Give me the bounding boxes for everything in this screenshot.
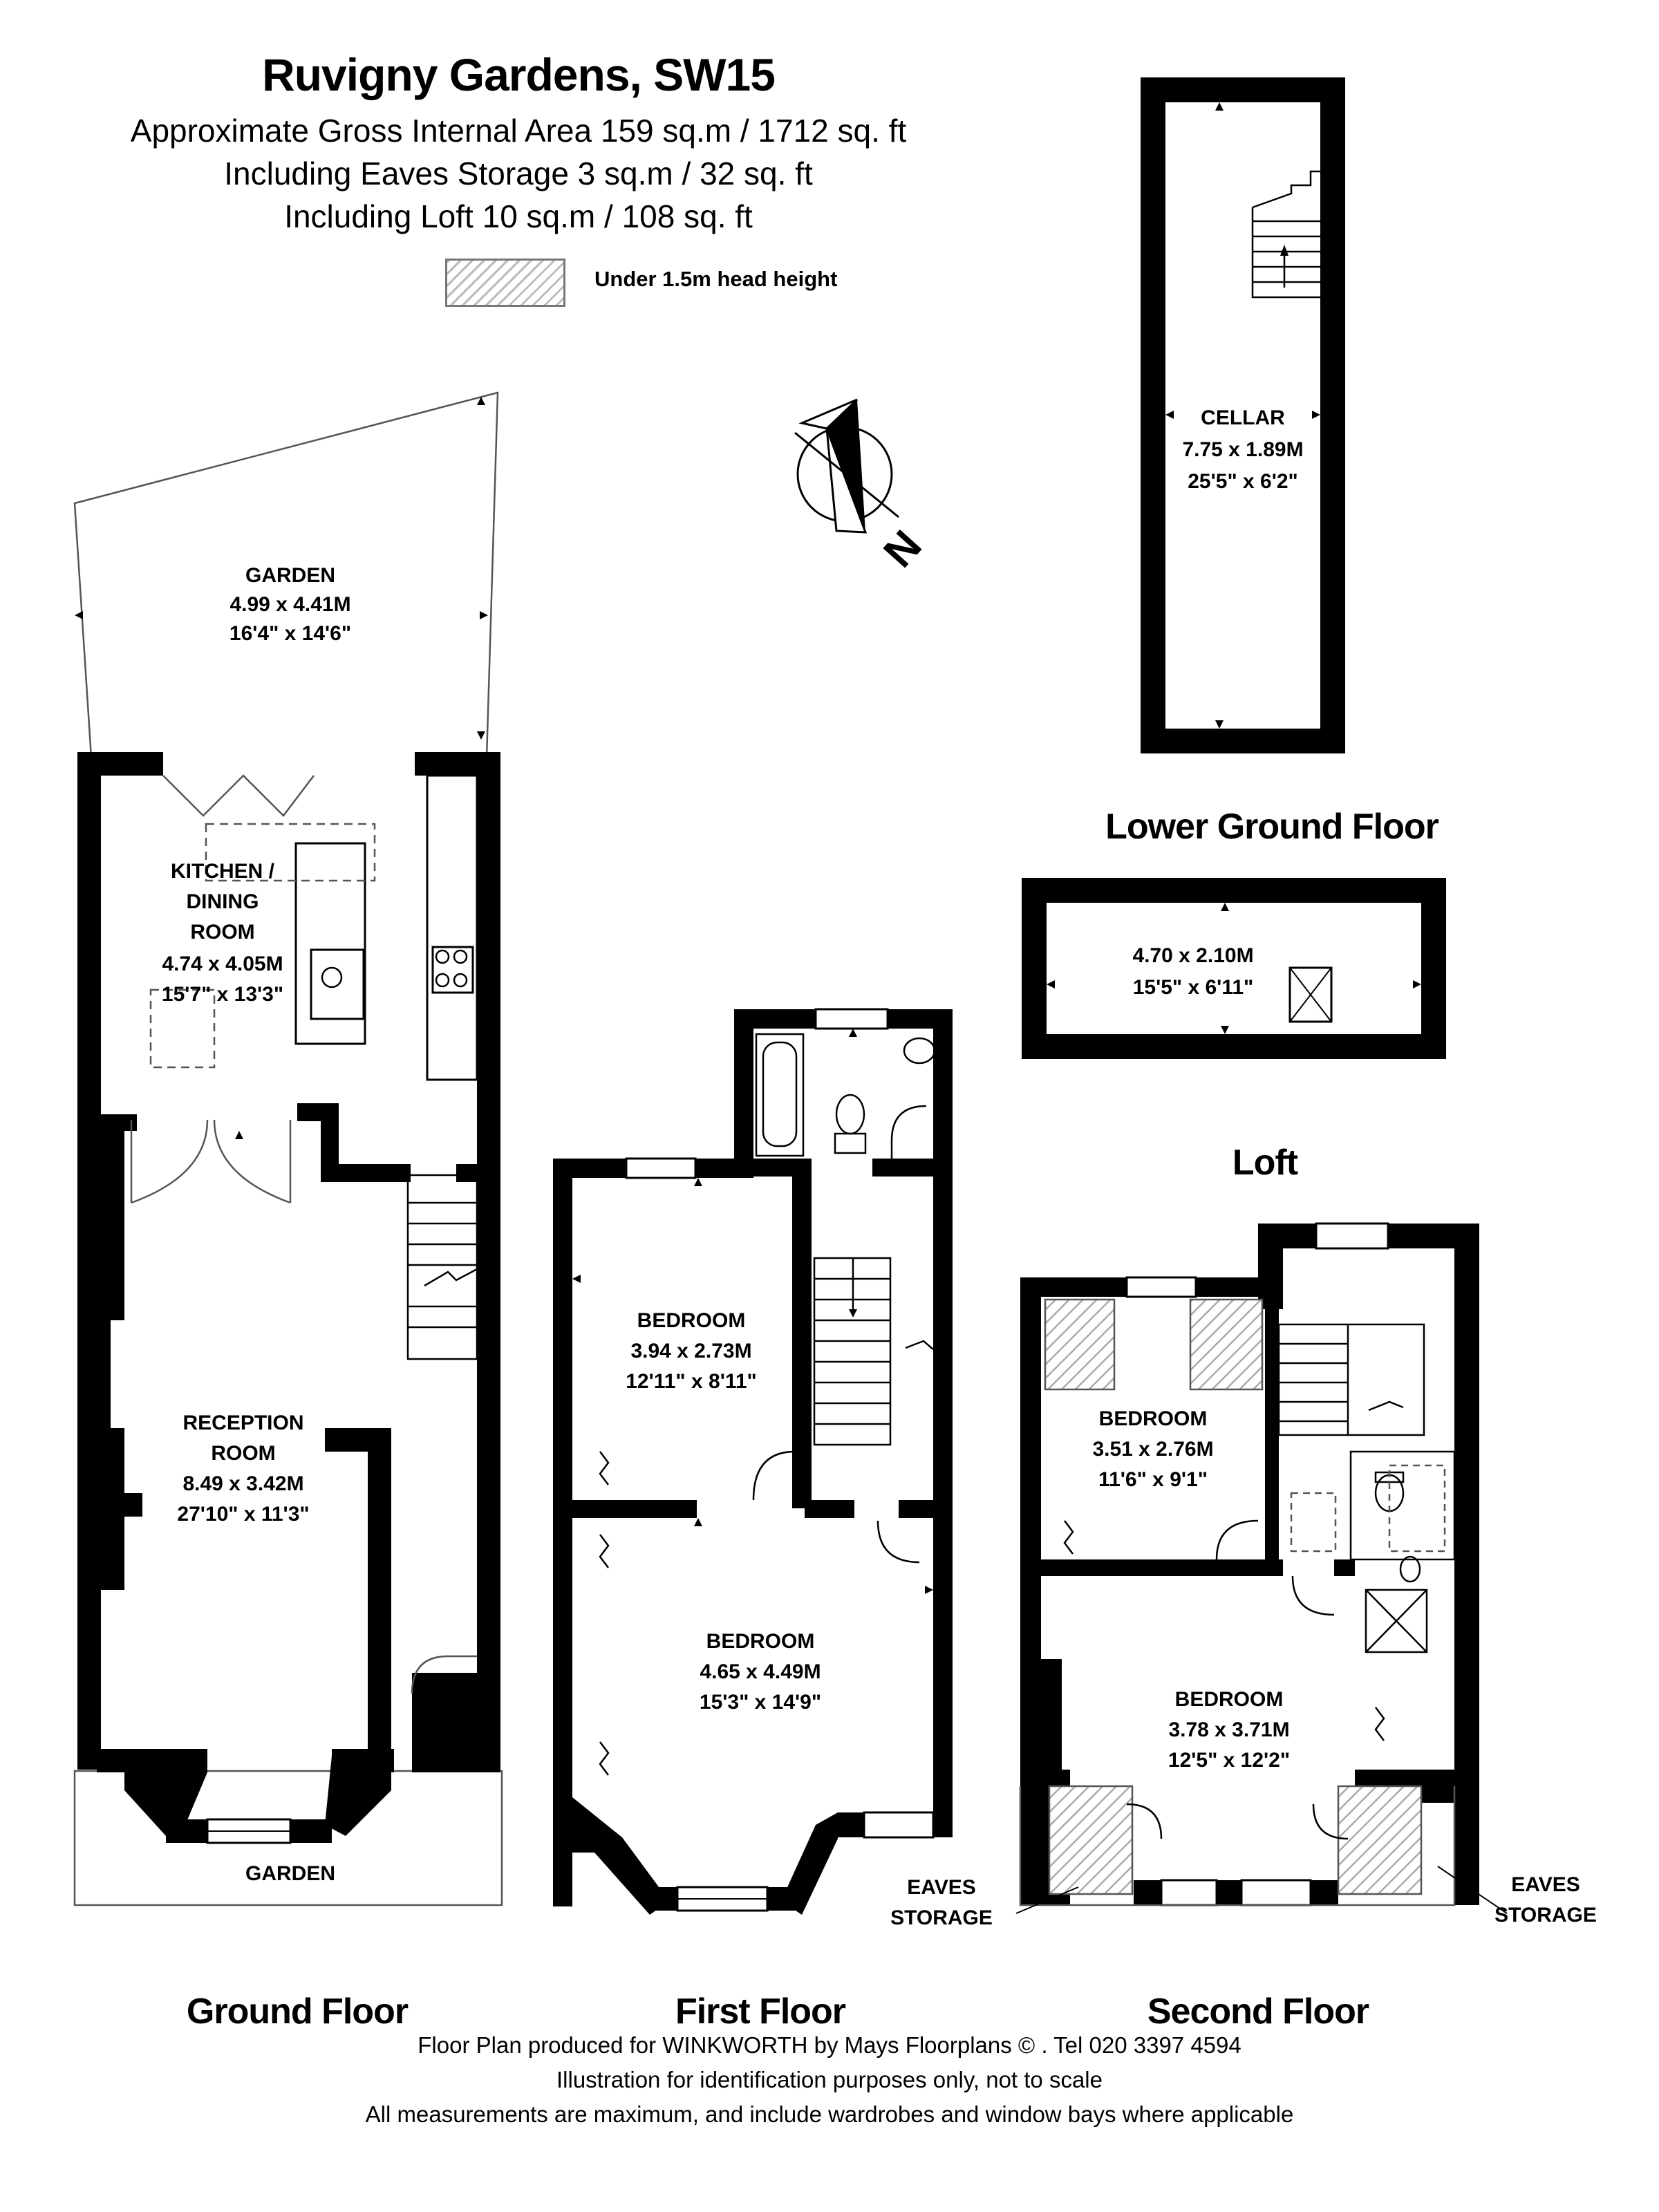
- eaves-area-line: Including Eaves Storage 3 sq.m / 32 sq. …: [224, 156, 813, 191]
- rear-garden-imperial: 16'4" x 14'6": [229, 622, 351, 645]
- second-floor-plan: [1015, 1222, 1508, 1914]
- kitchen-label-2: DINING: [187, 890, 259, 913]
- footer-disclaimer: Illustration for identification purposes…: [556, 2067, 1103, 2092]
- second-bedroom-rear-imperial: 11'6" x 9'1": [1098, 1468, 1208, 1491]
- reception-imperial: 27'10" x 11'3": [177, 1503, 309, 1526]
- rear-garden-label: GARDEN: [245, 564, 335, 587]
- lower-ground-floor-label: Lower Ground Floor: [1105, 807, 1439, 847]
- second-floor-label: Second Floor: [1147, 1991, 1369, 2032]
- loft-floor-label: Loft: [1232, 1143, 1298, 1183]
- hatch-legend-swatch: [445, 259, 565, 307]
- footer-credit: Floor Plan produced for WINKWORTH by May…: [418, 2032, 1241, 2058]
- kitchen-label-3: ROOM: [190, 921, 254, 944]
- reception-label-2: ROOM: [211, 1442, 275, 1465]
- second-bedroom-rear-metric: 3.51 x 2.76M: [1092, 1438, 1213, 1461]
- first-bedroom-rear-label: BEDROOM: [637, 1309, 746, 1332]
- eaves-left-label-2: STORAGE: [890, 1906, 993, 1929]
- gross-area-line: Approximate Gross Internal Area 159 sq.m…: [130, 113, 907, 149]
- plan-title: Ruvigny Gardens, SW15: [262, 49, 776, 100]
- cellar-metric: 7.75 x 1.89M: [1182, 438, 1303, 461]
- first-bedroom-rear-metric: 3.94 x 2.73M: [630, 1340, 751, 1362]
- first-bedroom-front-metric: 4.65 x 4.49M: [700, 1660, 821, 1683]
- compass-rose: [794, 398, 899, 534]
- first-bedroom-rear-imperial: 12'11" x 8'11": [626, 1370, 757, 1393]
- eaves-right-label-1: EAVES: [1511, 1873, 1580, 1896]
- kitchen-imperial: 15'7" x 13'3": [162, 983, 283, 1006]
- loft-imperial: 15'5" x 6'11": [1133, 976, 1254, 999]
- ground-floor-plan: [73, 391, 503, 1906]
- second-bedroom-rear-label: BEDROOM: [1099, 1407, 1208, 1430]
- hatch-legend-label: Under 1.5m head height: [594, 267, 838, 291]
- front-garden-label: GARDEN: [245, 1862, 335, 1885]
- loft-plan: [1022, 878, 1446, 1059]
- eaves-right-label-2: STORAGE: [1494, 1904, 1597, 1927]
- kitchen-metric: 4.74 x 4.05M: [162, 953, 283, 975]
- reception-metric: 8.49 x 3.42M: [182, 1472, 303, 1495]
- north-label: N: [874, 522, 930, 577]
- ground-floor-label: Ground Floor: [186, 1991, 409, 2032]
- first-bedroom-front-label: BEDROOM: [706, 1630, 815, 1653]
- second-bedroom-front-imperial: 12'5" x 12'2": [1168, 1749, 1290, 1772]
- cellar-plan: [1141, 77, 1345, 753]
- second-bedroom-front-label: BEDROOM: [1175, 1688, 1284, 1711]
- cellar-imperial: 25'5" x 6'2": [1188, 470, 1298, 493]
- loft-area-line: Including Loft 10 sq.m / 108 sq. ft: [284, 198, 753, 234]
- rear-garden-metric: 4.99 x 4.41M: [229, 593, 350, 616]
- first-bedroom-front-imperial: 15'3" x 14'9": [700, 1691, 821, 1714]
- second-bedroom-front-metric: 3.78 x 3.71M: [1168, 1718, 1289, 1741]
- first-floor-plan: [553, 1008, 953, 1915]
- footer-measurement-note: All measurements are maximum, and includ…: [365, 2101, 1294, 2127]
- first-floor-label: First Floor: [675, 1991, 846, 2032]
- eaves-left-label-1: EAVES: [907, 1876, 975, 1899]
- loft-metric: 4.70 x 2.10M: [1132, 944, 1253, 967]
- reception-label-1: RECEPTION: [182, 1412, 303, 1434]
- cellar-label: CELLAR: [1201, 406, 1285, 429]
- kitchen-label-1: KITCHEN /: [171, 860, 275, 883]
